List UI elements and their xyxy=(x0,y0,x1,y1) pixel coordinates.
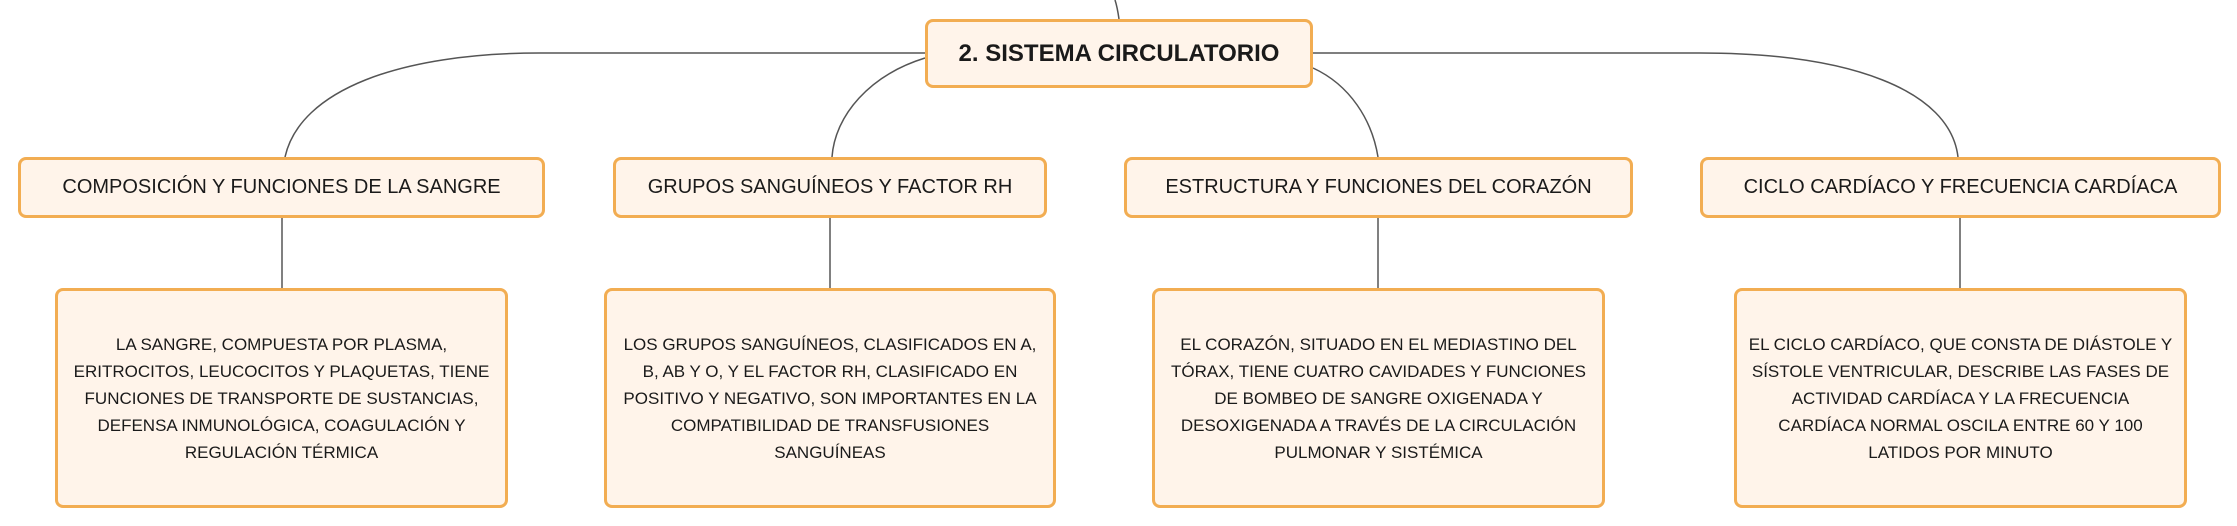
detail-text: LA SANGRE, COMPUESTA POR PLASMA, ERITROC… xyxy=(73,334,490,462)
detail-node-blood-composition[interactable]: LA SANGRE, COMPUESTA POR PLASMA, ERITROC… xyxy=(55,288,508,508)
connector-root-to-topic-2 xyxy=(831,57,926,158)
detail-text: EL CORAZÓN, SITUADO EN EL MEDIASTINO DEL… xyxy=(1171,334,1586,462)
topic-label: CICLO CARDÍACO Y FRECUENCIA CARDÍACA xyxy=(1743,176,2178,198)
topic-label: COMPOSICIÓN Y FUNCIONES DE LA SANGRE xyxy=(62,176,501,198)
connector-root-to-topic-1 xyxy=(284,52,925,158)
detail-node-cardiac-cycle[interactable]: EL CICLO CARDÍACO, QUE CONSTA DE DIÁSTOL… xyxy=(1734,288,2187,508)
root-title: 2. SISTEMA CIRCULATORIO xyxy=(958,39,1280,67)
topic-node-heart-structure[interactable]: ESTRUCTURA Y FUNCIONES DEL CORAZÓN xyxy=(1124,157,1633,218)
connector-parent-stub xyxy=(1114,0,1120,20)
topic-node-blood-groups[interactable]: GRUPOS SANGUÍNEOS Y FACTOR RH xyxy=(613,157,1047,218)
topic-label: ESTRUCTURA Y FUNCIONES DEL CORAZÓN xyxy=(1165,176,1592,198)
topic-label: GRUPOS SANGUÍNEOS Y FACTOR RH xyxy=(647,176,1013,198)
detail-node-blood-groups[interactable]: LOS GRUPOS SANGUÍNEOS, CLASIFICADOS EN A… xyxy=(604,288,1056,508)
detail-text: LOS GRUPOS SANGUÍNEOS, CLASIFICADOS EN A… xyxy=(623,334,1037,462)
root-node[interactable]: 2. SISTEMA CIRCULATORIO xyxy=(925,19,1313,88)
topic-node-blood-composition[interactable]: COMPOSICIÓN Y FUNCIONES DE LA SANGRE xyxy=(18,157,545,218)
detail-text: EL CICLO CARDÍACO, QUE CONSTA DE DIÁSTOL… xyxy=(1748,334,2173,462)
topic-node-cardiac-cycle[interactable]: CICLO CARDÍACO Y FRECUENCIA CARDÍACA xyxy=(1700,157,2221,218)
detail-node-heart-structure[interactable]: EL CORAZÓN, SITUADO EN EL MEDIASTINO DEL… xyxy=(1152,288,1605,508)
connector-root-to-topic-3 xyxy=(1312,67,1379,158)
connector-root-to-topic-4 xyxy=(1313,52,1959,158)
